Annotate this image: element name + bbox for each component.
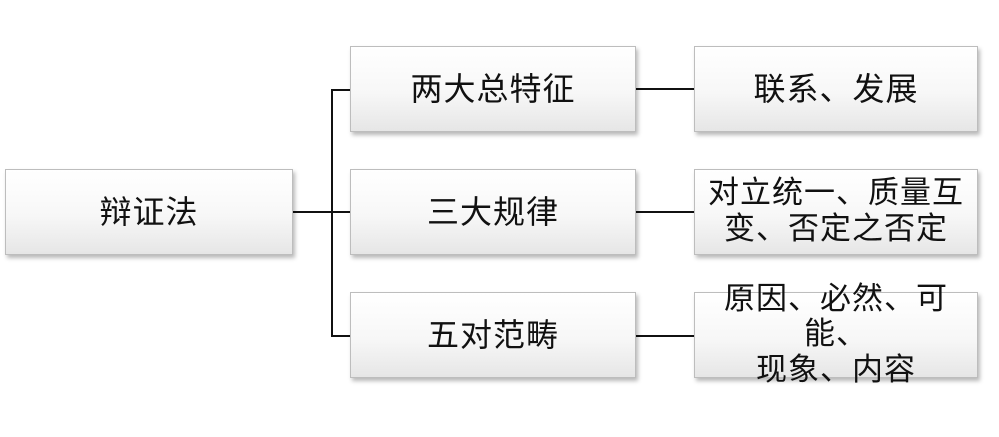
branch-node-categories: 五对范畴 bbox=[350, 292, 636, 378]
connector-branch-2-to-detail-2 bbox=[636, 211, 694, 213]
detail-node-text: 原因、必然、可能、 现象、内容 bbox=[724, 280, 948, 388]
detail-node-laws: 对立统一、质量互 变、否定之否定 bbox=[694, 169, 978, 255]
connector-trunk-vertical bbox=[331, 89, 333, 337]
branch-node-label: 五对范畴 bbox=[426, 315, 559, 354]
connector-branch-3-to-detail-3 bbox=[636, 335, 694, 337]
root-node: 辩证法 bbox=[5, 169, 293, 255]
branch-node-laws: 三大规律 bbox=[350, 169, 636, 255]
detail-node-text: 联系、发展 bbox=[753, 69, 919, 108]
detail-node-categories: 原因、必然、可能、 现象、内容 bbox=[694, 281, 978, 388]
detail-node-characteristics: 联系、发展 bbox=[694, 46, 978, 132]
connector-trunk-to-branch-3 bbox=[331, 335, 350, 337]
connector-trunk-to-branch-1 bbox=[331, 89, 350, 91]
connector-branch-1-to-detail-1 bbox=[636, 88, 694, 90]
branch-node-characteristics: 两大总特征 bbox=[350, 46, 636, 132]
detail-node-text: 对立统一、质量互 变、否定之否定 bbox=[708, 175, 964, 247]
branch-node-label: 两大总特征 bbox=[410, 69, 576, 108]
branch-node-label: 三大规律 bbox=[426, 192, 559, 231]
connector-root-to-trunk bbox=[293, 211, 333, 213]
connector-trunk-to-branch-2 bbox=[331, 211, 350, 213]
root-node-label: 辩证法 bbox=[99, 192, 199, 231]
